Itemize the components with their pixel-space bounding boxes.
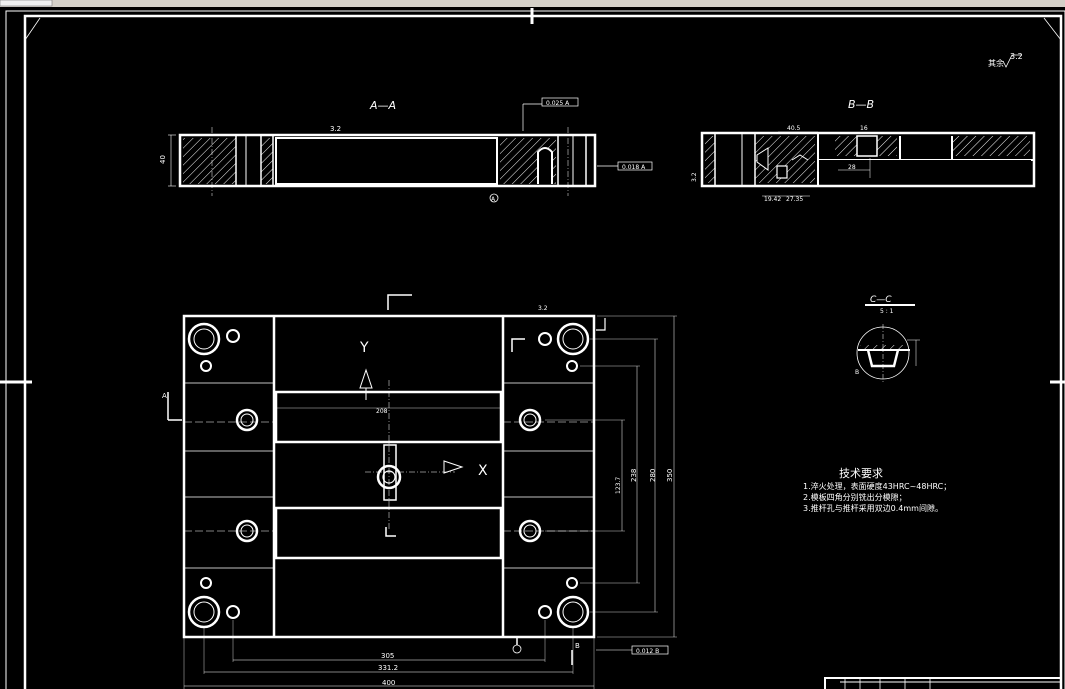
bb-dim-4: 27.35 [786,196,803,203]
section-bb-title: B—B [848,98,874,111]
aa-side-tol-value: 0.018 A [622,164,646,171]
section-cc-scale: 5 : 1 [880,308,894,315]
bb-dim-2: 16 [860,125,868,132]
aa-slot [537,147,553,184]
bb-dim-5: 28 [848,164,856,171]
hole-ejector-4 [518,519,542,543]
plan-slot-1 [274,390,503,444]
frame-diag-right [1043,17,1062,41]
plan-label-a: A [162,392,167,400]
plan-dim-280: 280 [649,469,657,482]
tech-requirements: 技术要求 1.淬火处理，表面硬度43HRC~48HRC； 2.模板四角分别铣出分… [803,468,951,514]
bb-hatch-right [952,136,1030,156]
plan-dim-400: 400 [382,679,395,687]
inner-frame-border [23,14,1063,689]
frame-diag-left [24,17,41,41]
hole-pin-4 [538,605,552,619]
roughness-symbol-corner [1002,54,1022,68]
hole-ejector-3 [235,519,259,543]
axis-x-label: X [478,463,488,479]
hole-pin-3 [226,605,240,619]
bb-dim-3: 19.42 [764,196,781,203]
plan-outer-plate [182,314,596,639]
hole-ejector-2 [518,408,542,432]
hole-ejector-1 [235,408,259,432]
plan-slot-2 [274,506,503,560]
outer-sheet-border [5,10,1065,689]
roughness-corner-value: 3.2 [1010,52,1023,61]
aa-hatch-left2 [261,138,273,184]
section-cc-label: B [855,369,859,376]
aa-flatness-value: 0.025 A [546,100,570,107]
hole-small-4 [566,577,578,589]
axis-x-arrow [443,460,464,474]
plan-view: Y X A B 305 331.2 400 123.7 238 [162,294,677,689]
hole-guide-top-right [556,322,590,356]
plan-label-b: B [575,642,580,650]
toolbar-strip [0,0,1065,7]
hole-guide-top-left [187,322,221,356]
aa-hatch-left [183,138,236,184]
aa-datum-circle [489,193,499,203]
hole-small-3 [200,577,212,589]
aa-side-tol-frame [617,161,653,171]
section-cc-title: C—C [870,295,892,305]
axis-y-arrow [359,368,373,389]
section-bb-view: B—B 40.5 16 19.42 27.35 28 3.2 [691,98,1036,203]
section-cc-detail: C—C 5 : 1 B [855,295,920,382]
plan-center-width: 208 [376,408,388,415]
bb-height-dim: 3.2 [691,172,698,182]
aa-datum-label: A [491,196,496,203]
section-aa-title: A—A [369,99,396,112]
plan-dim-350: 350 [666,469,674,482]
plan-dim-123: 123.7 [615,477,622,494]
tech-item-1: 1.淬火处理，表面硬度43HRC~48HRC； [803,482,952,491]
bb-hatch-left [705,136,715,183]
tech-title: 技术要求 [839,467,883,480]
plan-dim-305: 305 [381,652,394,660]
axis-y-label: Y [359,340,369,356]
title-block [824,677,1062,689]
aa-flatness-frame [541,97,579,107]
tech-item-3: 3.推杆孔与推杆采用双边0.4mm间隙。 [803,504,943,513]
hole-small-1 [200,360,212,372]
hole-pin-1 [226,329,240,343]
tech-item-2: 2.模板四角分别铣出分模隙； [803,493,907,502]
roughness-prefix: 其余 [988,58,1004,68]
plan-tol-value: 0.012 B [636,648,659,655]
bb-dim-1: 40.5 [787,125,801,132]
aa-height-dim: 40 [159,155,167,164]
plan-dim-238: 238 [630,469,638,482]
hole-small-2 [566,360,578,372]
plan-roughness: 3.2 [538,305,548,312]
aa-roughness-dim: 3.2 [330,125,341,133]
section-aa-view: A—A 40 3.2 0.025 A 0.018 A A [159,97,653,203]
toolbar-tab[interactable] [0,0,53,7]
hole-pin-2 [538,332,552,346]
plan-tol-frame [631,645,669,655]
plan-dim-331: 331.2 [378,664,398,672]
